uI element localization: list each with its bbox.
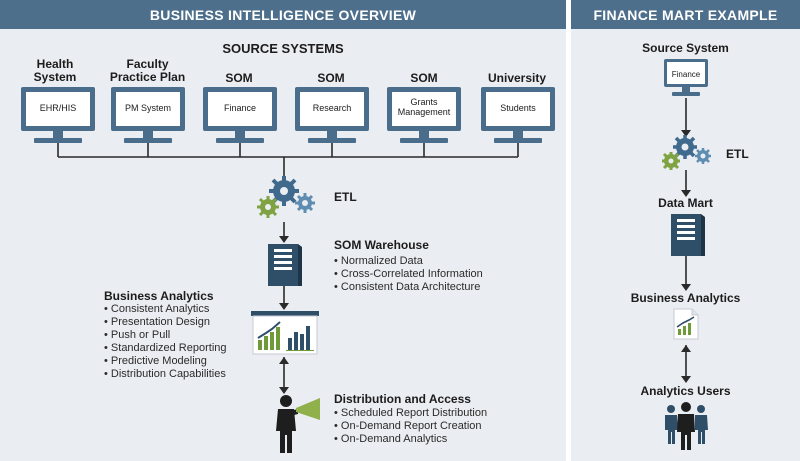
connector-lines-right (681, 98, 691, 383)
bullet-item: • On-Demand Analytics (334, 433, 448, 445)
source-label-university: University (487, 71, 547, 85)
source-label-som-research: SOM (317, 71, 345, 85)
connector-lines (57, 143, 519, 394)
bi-overview-header: BUSINESS INTELLIGENCE OVERVIEW (0, 0, 566, 29)
source-systems-title: SOURCE SYSTEMS (222, 41, 344, 56)
bi-overview-panel: BUSINESS INTELLIGENCE OVERVIEW SOURCE SY… (0, 0, 566, 461)
monitor-icon (295, 87, 369, 143)
source-label-line1: Health (36, 57, 74, 71)
server-icon (268, 244, 302, 286)
bullet-item: • Scheduled Report Distribution (334, 407, 488, 419)
bullet-item: • Consistent Analytics (104, 303, 210, 315)
bullet-item: • Distribution Capabilities (104, 368, 226, 380)
source-label-line2: System (33, 70, 77, 84)
analytics-chart-icon (251, 311, 319, 355)
finance-mart-panel: FINANCE MART EXAMPLE Source System Finan… (571, 0, 800, 461)
bullet-item: • On-Demand Report Creation (334, 420, 482, 432)
monitor-icon (387, 87, 461, 143)
screen-grants-line1: Grants (410, 97, 438, 107)
finance-mart-header: FINANCE MART EXAMPLE (571, 0, 800, 29)
megaphone-person-icon (276, 395, 320, 453)
bullet-item: • Consistent Data Architecture (334, 281, 481, 293)
bullet-item: • Normalized Data (334, 255, 423, 267)
analytics-bullets: • Consistent Analytics • Presentation De… (104, 303, 227, 381)
gears-icon (257, 176, 315, 218)
screen-grants: Grants Management (392, 97, 456, 117)
document-chart-icon (673, 308, 699, 340)
source-system-title: Source System (642, 41, 729, 55)
screen-ehr: EHR/HIS (39, 103, 77, 113)
etl-label-right: ETL (726, 147, 749, 161)
source-label-line2: Practice Plan (109, 70, 186, 84)
analytics-title-right: Business Analytics (630, 291, 741, 305)
screen-finance: Finance (223, 103, 257, 113)
warehouse-title: SOM Warehouse (334, 238, 429, 252)
bullet-item: • Cross-Correlated Information (334, 268, 483, 280)
screen-pm-system: PM System (124, 103, 171, 113)
etl-label: ETL (334, 190, 357, 204)
monitor-icon (111, 87, 185, 143)
analytics-title: Business Analytics (104, 289, 214, 303)
bullet-item: • Standardized Reporting (104, 342, 227, 354)
source-label-som-grants: SOM (410, 71, 438, 85)
data-mart-title: Data Mart (658, 196, 713, 210)
distribution-title: Distribution and Access (334, 392, 471, 406)
monitor-icon (664, 59, 708, 96)
bullet-item: • Presentation Design (104, 316, 210, 328)
screen-research: Research (312, 103, 352, 113)
screen-grants-line2: Management (397, 107, 451, 117)
bullet-item: • Push or Pull (104, 329, 171, 341)
monitor-icon (21, 87, 95, 143)
source-label-line1: Faculty (126, 57, 169, 71)
monitor-icon (481, 87, 555, 143)
server-icon (671, 214, 705, 256)
gears-icon (662, 135, 711, 170)
analytics-users-title: Analytics Users (640, 384, 731, 398)
distribution-bullets: • Scheduled Report Distribution • On-Dem… (334, 407, 487, 446)
users-group-icon (665, 402, 708, 450)
source-label-health: Health System (20, 58, 90, 84)
monitor-icon (203, 87, 277, 143)
screen-finance-mart: Finance (671, 70, 701, 79)
warehouse-bullets: • Normalized Data • Cross-Correlated Inf… (334, 255, 483, 294)
screen-students: Students (500, 103, 536, 113)
bullet-item: • Predictive Modeling (104, 355, 207, 367)
source-label-som-finance: SOM (225, 71, 253, 85)
source-label-faculty: Faculty Practice Plan (100, 58, 195, 84)
